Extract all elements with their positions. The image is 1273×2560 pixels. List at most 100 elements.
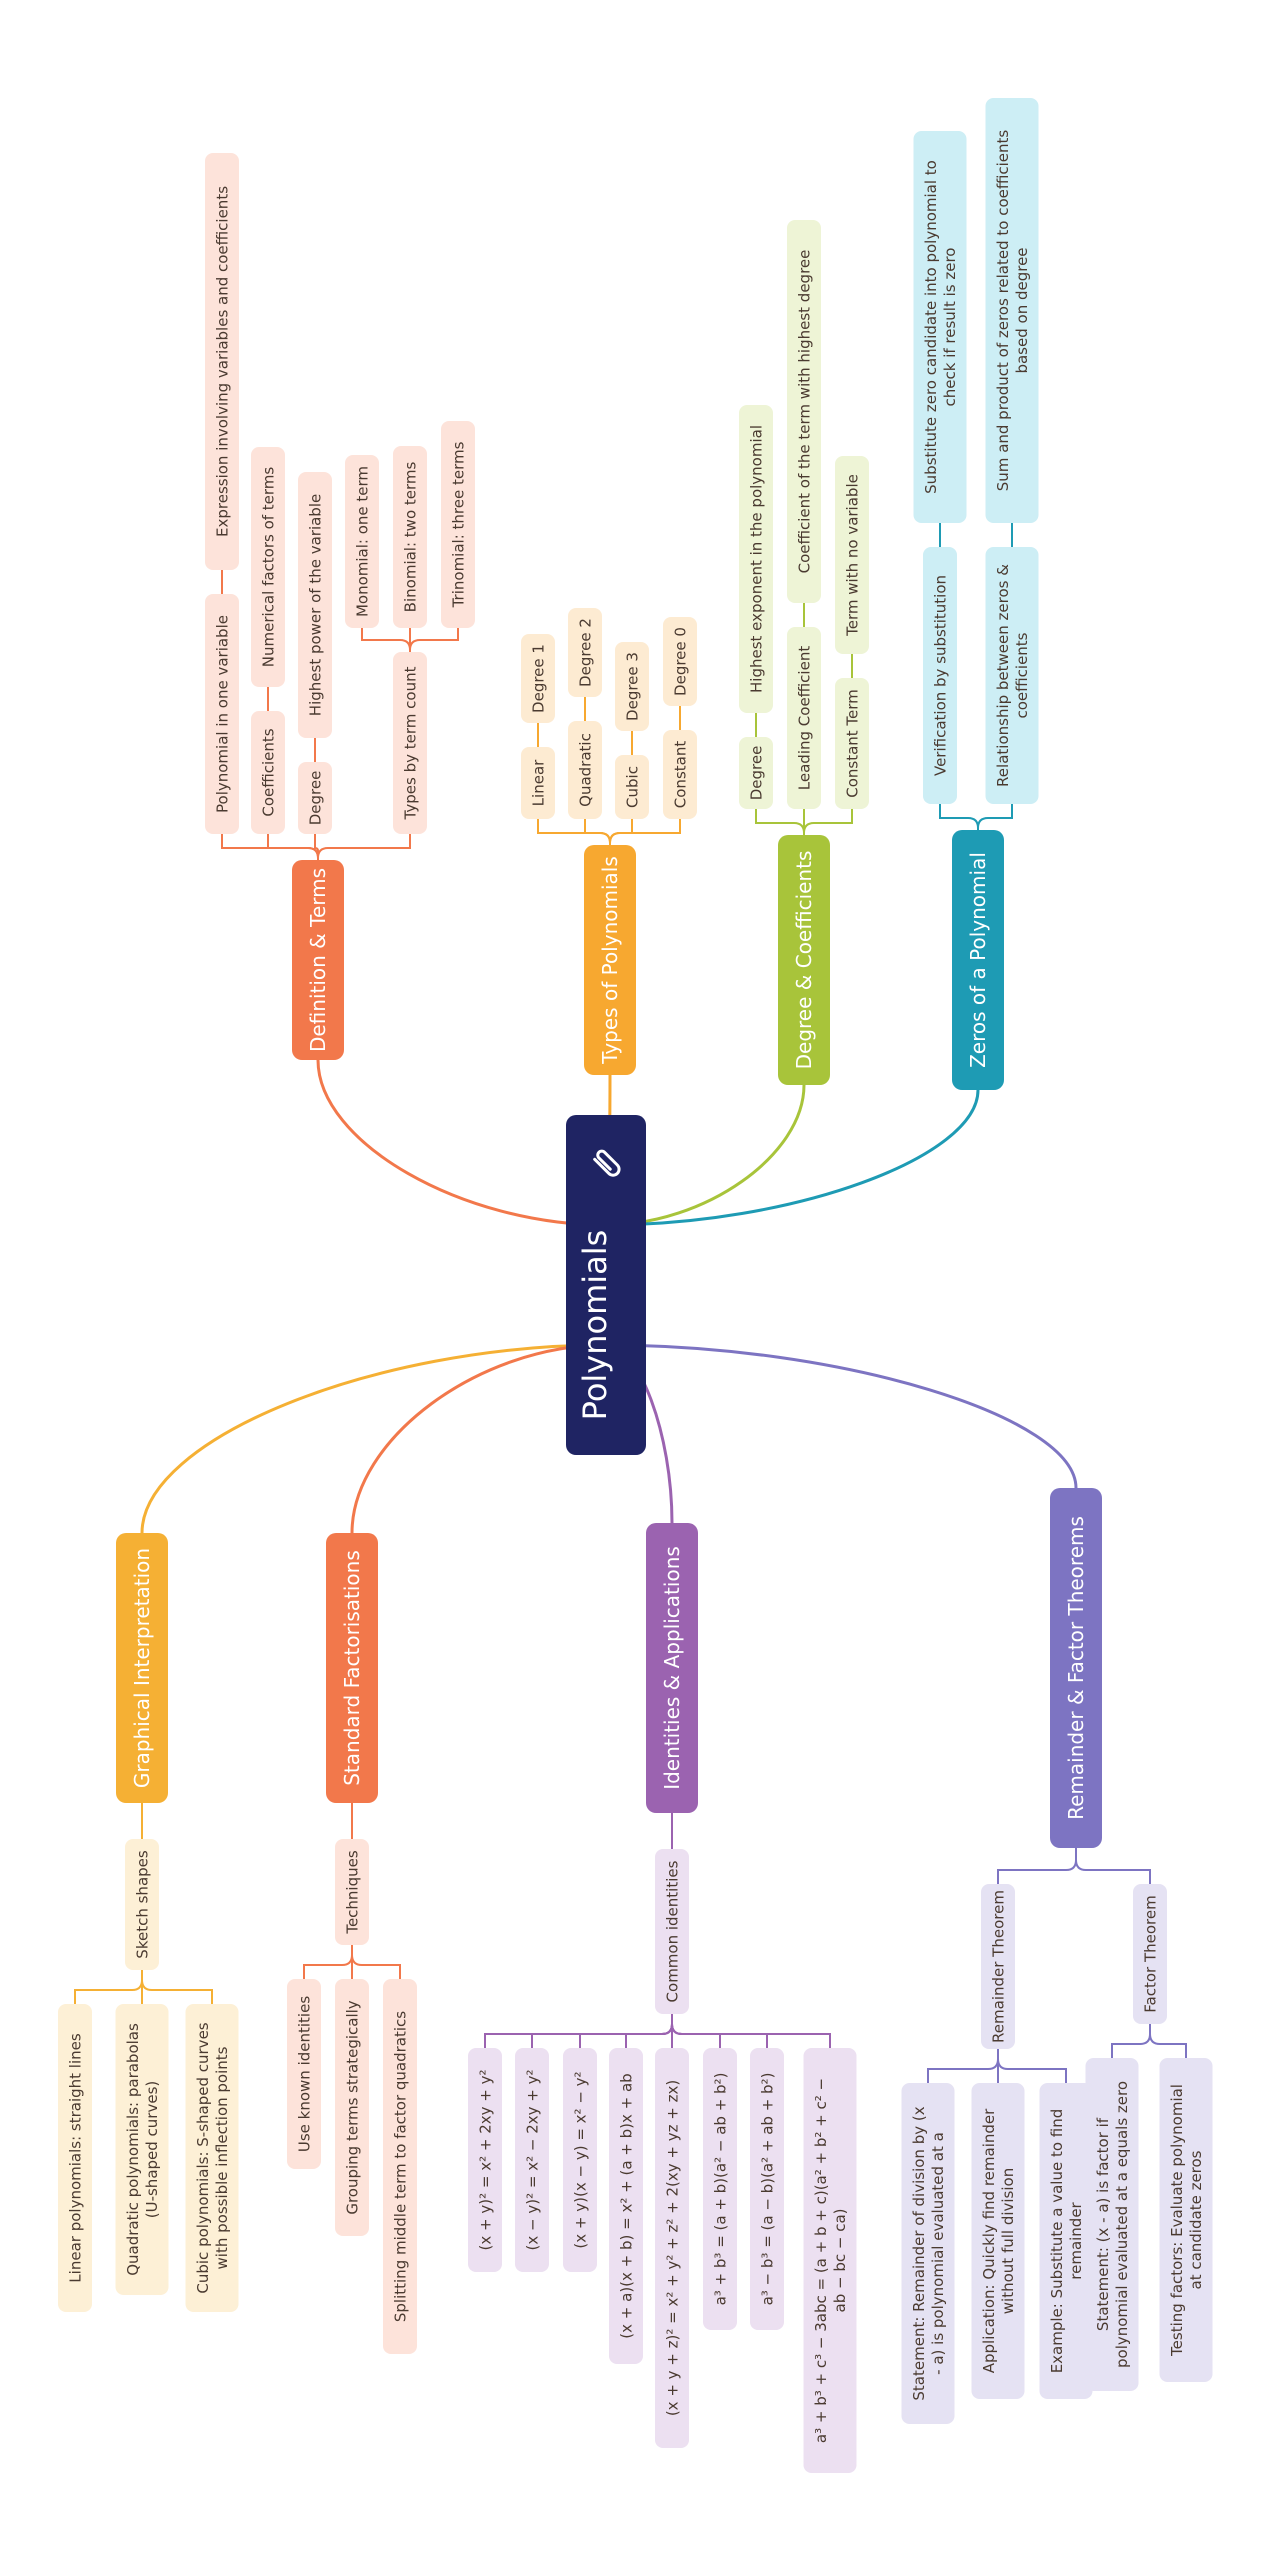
node-leading-coefficient-label: Leading Coefficient — [795, 646, 813, 791]
node-quadratic[interactable]: Quadratic — [568, 721, 602, 819]
leaf-expression-involving-variables-and-coeff-label: Expression involving variables and coeff… — [213, 186, 231, 537]
leaf-a-b-c-3abc-a-b-c-a-b-c-ab-bc-ca[interactable]: a³ + b³ + c³ − 3abc = (a + b + c)(a² + b… — [803, 2048, 857, 2473]
leaf-a-b-a-b-a-ab-b[interactable]: a³ − b³ = (a − b)(a² + ab + b²) — [750, 2048, 784, 2330]
branch-zeros-of-a-polynomial[interactable]: Zeros of a Polynomial — [952, 830, 1004, 1090]
leaf-quadratic-polynomials-parabolas-u-shaped-label: Quadratic polynomials: parabolas(U-shape… — [124, 2023, 161, 2276]
node-factor-theorem-connector — [1075, 1848, 1151, 1884]
leaf-degree-2[interactable]: Degree 2 — [568, 608, 602, 697]
leaf-application-quickly-find-remainder-witho-shape — [971, 2083, 1025, 2399]
node-common-identities[interactable]: Common identities — [655, 1849, 689, 2014]
leaf-a-b-c-3abc-a-b-c-a-b-c-ab-bc-ca-connector — [671, 2014, 831, 2048]
leaf-binomial-two-terms-text: Binomial: two terms — [401, 461, 419, 612]
leaf-degree-0[interactable]: Degree 0 — [663, 617, 697, 706]
leaf-x-a-x-b-x-a-b-x-ab-label: (x + a)(x + b) = x² + (a + b)x + ab — [617, 2073, 635, 2338]
branch-remainder-factor-theorems-connector — [605, 1343, 1078, 1489]
branch-standard-factorisations[interactable]: Standard Factorisations — [326, 1533, 378, 1803]
node-types-by-term-count-shape — [393, 652, 427, 834]
node-degree-shape — [739, 737, 773, 809]
branch-types-of-polynomials-text: Types of Polynomials — [598, 856, 622, 1065]
node-polynomial-in-one-variable[interactable]: Polynomial in one variable — [205, 594, 239, 834]
node-techniques[interactable]: Techniques — [335, 1839, 369, 1945]
node-techniques-text: Techniques — [343, 1850, 361, 1935]
node-linear[interactable]: Linear — [521, 747, 555, 819]
branch-degree-coefficients-label: Degree & Coefficients — [792, 851, 816, 1070]
leaf-application-quickly-find-remainder-witho[interactable]: Application: Quickly find remainderwitho… — [971, 2083, 1025, 2399]
branch-definition-terms[interactable]: Definition & Terms — [292, 860, 344, 1060]
leaf-testing-factors-evaluate-polynomial-at-c[interactable]: Testing factors: Evaluate polynomialat c… — [1159, 2058, 1213, 2382]
node-relationship-between-zeros-coefficients-label: Relationship between zeros &coefficients — [994, 564, 1031, 787]
branch-types-of-polynomials[interactable]: Types of Polynomials — [584, 845, 636, 1075]
leaf-degree-3[interactable]: Degree 3 — [615, 642, 649, 731]
leaf-x-y-x-2xy-y[interactable]: (x + y)² = x² + 2xy + y² — [468, 2048, 502, 2272]
leaf-x-y-x-2xy-y-text: (x − y)² = x² − 2xy + y² — [523, 2070, 541, 2251]
node-types-by-term-count[interactable]: Types by term count — [393, 652, 427, 834]
leaf-x-y-z-x-y-z-2-xy-yz-zx-text: (x + y + z)² = x² + y² + z² + 2(xy + yz … — [663, 2080, 681, 2416]
node-quadratic-connector — [584, 819, 611, 845]
leaf-quadratic-polynomials-parabolas-u-shaped[interactable]: Quadratic polynomials: parabolas(U-shape… — [115, 2004, 169, 2295]
leaf-sum-and-product-of-zeros-related-to-coef-shape — [985, 98, 1039, 523]
node-degree-connector — [755, 809, 805, 835]
leaf-statement-remainder-of-division-by-x-a-i[interactable]: Statement: Remainder of division by (x- … — [901, 2083, 955, 2424]
node-verification-by-substitution[interactable]: Verification by substitution — [923, 547, 957, 804]
leaf-a-b-a-b-a-ab-b-connector — [671, 2014, 721, 2048]
node-leading-coefficient[interactable]: Leading Coefficient — [787, 627, 821, 809]
leaf-linear-polynomials-straight-lines-connector — [74, 1970, 143, 2004]
leaf-example-substitute-a-value-to-find-remai[interactable]: Example: Substitute a value to findremai… — [1039, 2083, 1093, 2399]
leaf-linear-polynomials-straight-lines[interactable]: Linear polynomials: straight lines — [58, 2004, 92, 2312]
leaf-splitting-middle-term-to-factor-quadrati[interactable]: Splitting middle term to factor quadrati… — [383, 1979, 417, 2354]
leaf-x-a-x-b-x-a-b-x-ab-text: (x + a)(x + b) = x² + (a + b)x + ab — [617, 2073, 635, 2338]
leaf-a-b-a-b-a-ab-b[interactable]: a³ + b³ = (a + b)(a² − ab + b²) — [703, 2048, 737, 2330]
node-degree[interactable]: Degree — [298, 762, 332, 834]
leaf-grouping-terms-strategically[interactable]: Grouping terms strategically — [335, 1979, 369, 2236]
node-common-identities-text: Common identities — [663, 1860, 681, 2002]
leaf-x-y-x-y-x-y[interactable]: (x + y)(x − y) = x² − y² — [563, 2048, 597, 2272]
node-techniques-shape — [335, 1839, 369, 1945]
leaf-sum-and-product-of-zeros-related-to-coef[interactable]: Sum and product of zeros related to coef… — [985, 98, 1039, 523]
leaf-degree-2-label: Degree 2 — [576, 618, 594, 687]
leaf-x-y-x-2xy-y[interactable]: (x − y)² = x² − 2xy + y² — [515, 2048, 549, 2272]
leaf-monomial-one-term[interactable]: Monomial: one term — [345, 455, 379, 628]
node-relationship-between-zeros-coefficients[interactable]: Relationship between zeros &coefficients — [985, 547, 1039, 804]
leaf-use-known-identities[interactable]: Use known identities — [287, 1979, 321, 2169]
leaf-x-y-z-x-y-z-2-xy-yz-zx[interactable]: (x + y + z)² = x² + y² + z² + 2(xy + yz … — [655, 2048, 689, 2448]
node-sketch-shapes[interactable]: Sketch shapes — [125, 1839, 159, 1970]
leaf-highest-power-of-the-variable-label: Highest power of the variable — [306, 494, 324, 716]
branch-graphical-interpretation[interactable]: Graphical Interpretation — [116, 1533, 168, 1803]
leaf-testing-factors-evaluate-polynomial-at-c-connector — [1149, 2024, 1187, 2058]
leaf-cubic-polynomials-s-shaped-curves-with-p[interactable]: Cubic polynomials: S-shaped curveswith p… — [185, 2004, 239, 2312]
leaf-a-b-c-3abc-a-b-c-a-b-c-ab-bc-ca-text: a³ + b³ + c³ − 3abc = (a + b + c)(a² + b… — [812, 2078, 830, 2443]
node-coefficients[interactable]: Coefficients — [251, 711, 285, 834]
leaf-cubic-polynomials-s-shaped-curves-with-p-shape — [185, 2004, 239, 2312]
leaf-trinomial-three-terms[interactable]: Trinomial: three terms — [441, 421, 475, 628]
root-shape — [566, 1115, 646, 1455]
root-node[interactable]: Polynomials — [566, 1115, 646, 1455]
leaf-highest-exponent-in-the-polynomial[interactable]: Highest exponent in the polynomial — [739, 405, 773, 713]
leaf-testing-factors-evaluate-polynomial-at-c-text: Testing factors: Evaluate polynomial — [1168, 2084, 1186, 2357]
node-cubic[interactable]: Cubic — [615, 755, 649, 819]
leaf-expression-involving-variables-and-coeff[interactable]: Expression involving variables and coeff… — [205, 153, 239, 570]
leaf-degree-1[interactable]: Degree 1 — [521, 634, 555, 723]
leaf-highest-power-of-the-variable[interactable]: Highest power of the variable — [298, 472, 332, 738]
leaf-numerical-factors-of-terms-text: Numerical factors of terms — [259, 467, 277, 668]
leaf-numerical-factors-of-terms[interactable]: Numerical factors of terms — [251, 447, 285, 687]
leaf-statement-x-a-is-factor-if-polynomial-ev[interactable]: Statement: (x - a) is factor ifpolynomia… — [1085, 2058, 1139, 2391]
node-common-identities-shape — [655, 1849, 689, 2014]
leaf-coefficient-of-the-term-with-highest-deg-text: Coefficient of the term with highest deg… — [795, 250, 813, 574]
leaf-binomial-two-terms[interactable]: Binomial: two terms — [393, 446, 427, 628]
branch-degree-coefficients[interactable]: Degree & Coefficients — [778, 835, 830, 1085]
node-factor-theorem[interactable]: Factor Theorem — [1133, 1884, 1167, 2024]
node-remainder-theorem[interactable]: Remainder Theorem — [981, 1884, 1015, 2049]
node-degree[interactable]: Degree — [739, 737, 773, 809]
branch-graphical-interpretation-shape — [116, 1533, 168, 1803]
leaf-cubic-polynomials-s-shaped-curves-with-p-connector — [141, 1970, 213, 2004]
leaf-x-a-x-b-x-a-b-x-ab[interactable]: (x + a)(x + b) = x² + (a + b)x + ab — [609, 2048, 643, 2364]
node-constant-term[interactable]: Constant Term — [835, 678, 869, 809]
leaf-coefficient-of-the-term-with-highest-deg[interactable]: Coefficient of the term with highest deg… — [787, 220, 821, 603]
branch-zeros-of-a-polynomial-text: Zeros of a Polynomial — [966, 852, 990, 1068]
leaf-a-b-a-b-a-ab-b-text: a³ − b³ = (a − b)(a² + ab + b²) — [758, 2073, 776, 2306]
branch-remainder-factor-theorems[interactable]: Remainder & Factor Theorems — [1050, 1488, 1102, 1848]
branch-identities-applications[interactable]: Identities & Applications — [646, 1523, 698, 1813]
leaf-substitute-zero-candidate-into-polynomia[interactable]: Substitute zero candidate into polynomia… — [913, 131, 967, 523]
node-constant[interactable]: Constant — [663, 730, 697, 819]
leaf-term-with-no-variable[interactable]: Term with no variable — [835, 456, 869, 654]
